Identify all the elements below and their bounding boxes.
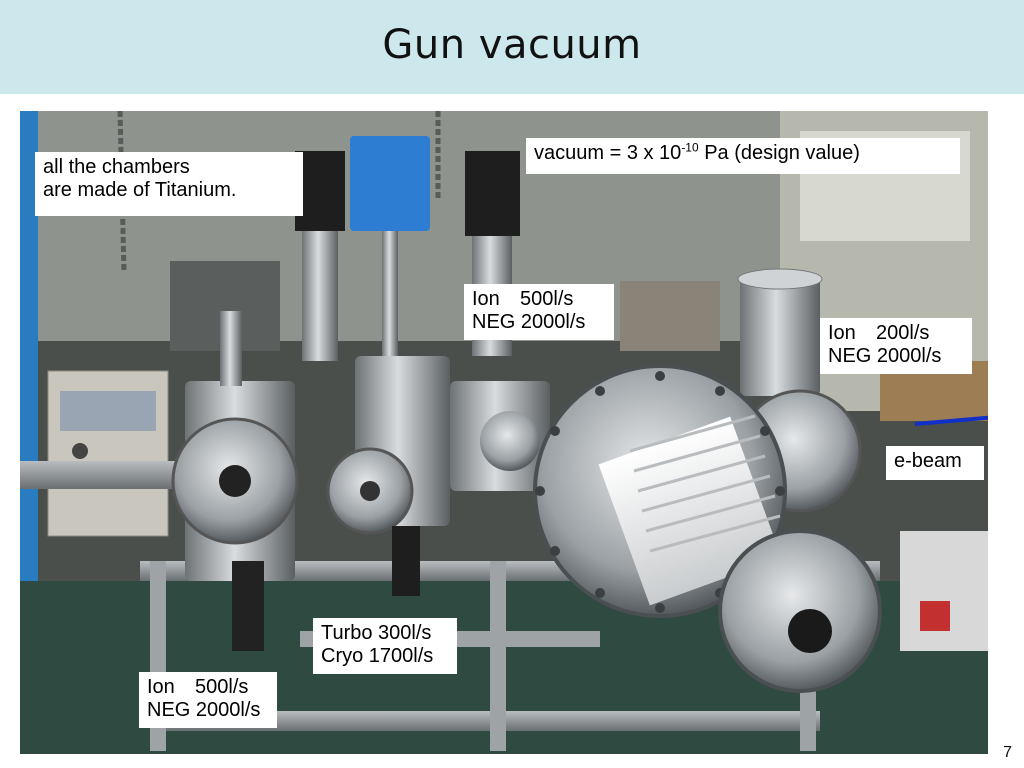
vacuum-prefix: vacuum = 3 x 10 [534, 142, 682, 164]
pump-b-neg: NEG 2000l/s [828, 345, 942, 367]
cryo-text: Cryo 1700l/s [321, 645, 434, 667]
pump-a-ion-value: 500l/s [520, 288, 574, 310]
titanium-note: all the chambers are made of Titanium. [35, 152, 303, 216]
turbo-cryo-label: Turbo 300l/s Cryo 1700l/s [313, 618, 457, 674]
titanium-note-line2: are made of Titanium. [43, 179, 237, 201]
pump-a-neg: NEG 2000l/s [472, 311, 586, 333]
ebeam-text: e-beam [894, 450, 962, 472]
pump-label-upper-center: Ion 500l/s NEG 2000l/s [464, 284, 614, 340]
pump-label-lower-left: Ion 500l/s NEG 2000l/s [139, 672, 277, 728]
pump-b-ion-value: 200l/s [876, 322, 930, 344]
pump-c-neg: NEG 2000l/s [147, 699, 261, 721]
title-band [0, 0, 1024, 94]
ebeam-label: e-beam [886, 446, 984, 480]
pump-label-right: Ion 200l/s NEG 2000l/s [820, 318, 972, 374]
titanium-note-line1: all the chambers [43, 156, 190, 178]
vacuum-suffix: Pa (design value) [698, 142, 860, 164]
pump-c-ion-label: Ion [147, 676, 175, 698]
vacuum-spec-label: vacuum = 3 x 10-10 Pa (design value) [526, 138, 960, 174]
page-number: 7 [1003, 744, 1012, 761]
vacuum-exponent: -10 [681, 140, 699, 155]
turbo-text: Turbo 300l/s [321, 622, 432, 644]
pump-c-ion-value: 500l/s [195, 676, 249, 698]
slide-title: Gun vacuum [382, 22, 642, 68]
pump-a-ion-label: Ion [472, 288, 500, 310]
pump-b-ion-label: Ion [828, 322, 856, 344]
